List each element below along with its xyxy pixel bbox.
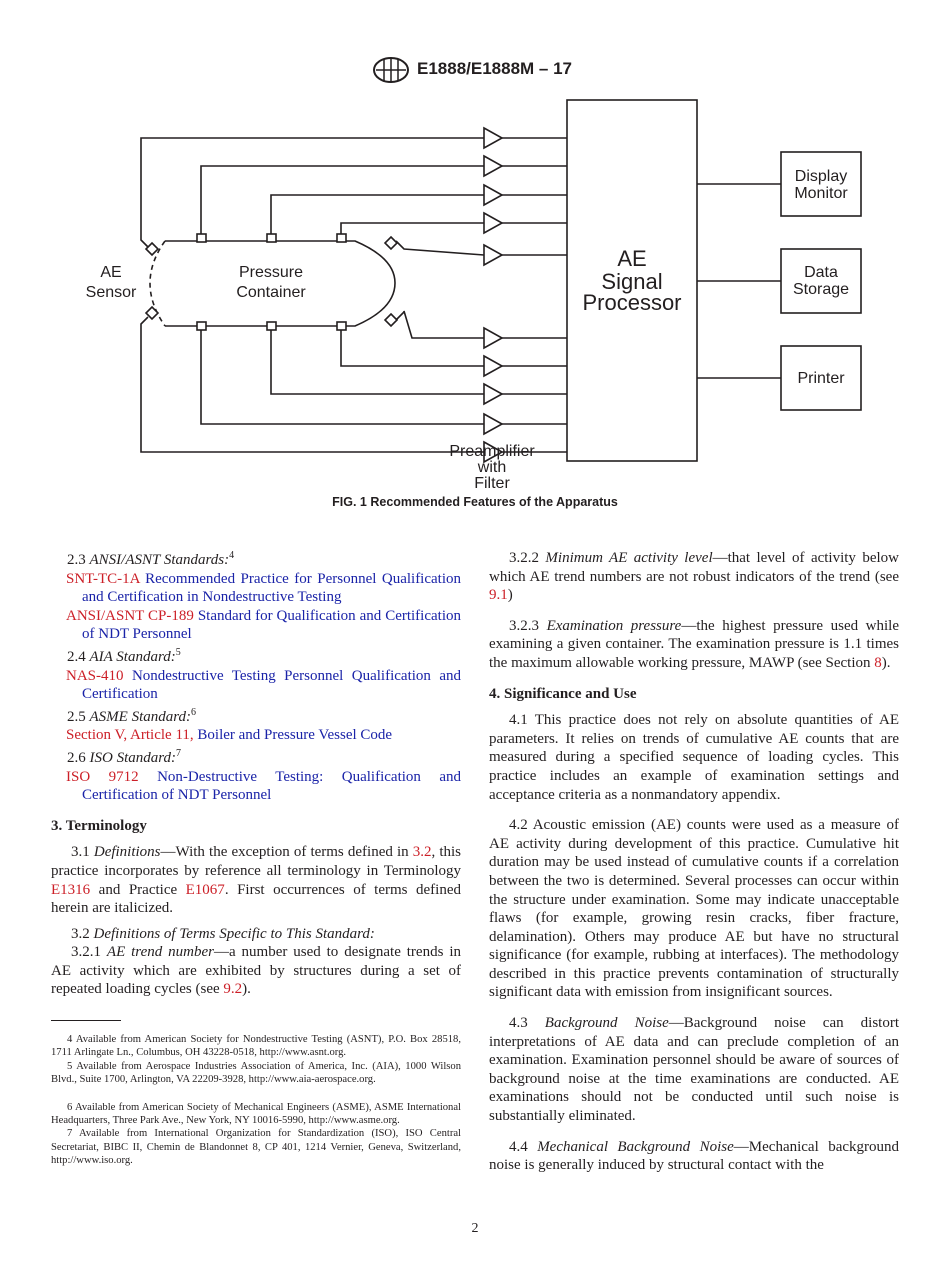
standard-designation: E1888/E1888M – 17 (417, 59, 573, 78)
pressure-container (165, 240, 396, 327)
label-processor-2: Signal (601, 269, 662, 294)
para-3-2-3: 3.2.3 Examination pressure—the highest p… (489, 617, 899, 671)
label-preamp-1: Preamplifier (449, 443, 535, 460)
link-cp189[interactable]: ANSI/ASNT CP-189 (66, 607, 194, 624)
ref-cp189: ANSI/ASNT CP-189 Standard for Qualificat… (66, 607, 461, 643)
footnote-5: 5 Available from Aerospace Industries As… (51, 1060, 461, 1086)
para-3-2: 3.2 Definitions of Terms Specific to Thi… (71, 925, 375, 942)
footnote-4: 4 Available from American Society for No… (51, 1034, 461, 1059)
heading-terminology: 3. Terminology (51, 817, 147, 834)
footnote-6: 6 Available from American Society of Mec… (51, 1101, 461, 1127)
label-preamp-2: with (477, 459, 506, 476)
section-2-6: 2.6 ISO Standard:7 (67, 747, 182, 766)
label-data-2: Storage (793, 281, 849, 298)
figure-caption: FIG. 1 Recommended Features of the Appar… (332, 495, 618, 509)
link-nas-410[interactable]: NAS-410 (66, 667, 124, 684)
footnotes: 4 Available from American Society for No… (51, 1033, 461, 1168)
link-8[interactable]: 8 (874, 654, 882, 671)
para-4-4: 4.4 Mechanical Background Noise—Mechanic… (489, 1138, 900, 1174)
para-3-2-1: 3.2.1 AE trend number—a number used to d… (51, 944, 461, 998)
link-asme[interactable]: Section V, Article 11, (66, 727, 194, 744)
heading-significance: 4. Significance and Use (489, 685, 637, 702)
label-preamp-3: Filter (474, 475, 510, 492)
ref-snt-tc-1a: SNT-TC-1A Recommended Practice for Perso… (66, 570, 462, 606)
para-3-2-2: 3.2.2 Minimum AE activity level—that lev… (489, 550, 899, 604)
link-9-2[interactable]: 9.2 (223, 981, 243, 998)
page-header: E1888/E1888M – 17 (0, 56, 950, 86)
ref-asme: Section V, Article 11, Boiler and Pressu… (66, 727, 393, 744)
para-4-1: 4.1 This practice does not rely on absol… (489, 712, 899, 803)
footnote-7: 7 Available from International Organizat… (51, 1128, 461, 1167)
label-processor-1: AE (617, 246, 646, 271)
preamplifiers (483, 126, 504, 464)
astm-logo (373, 57, 409, 83)
link-snt-tc-1a[interactable]: SNT-TC-1A (66, 570, 140, 587)
label-display-2: Monitor (794, 185, 848, 202)
label-container-1: Pressure (239, 264, 303, 281)
left-column: 2.3 ANSI/ASNT Standards:4 SNT-TC-1A Reco… (51, 547, 461, 999)
label-processor-3: Processor (582, 290, 681, 315)
link-iso-9712[interactable]: ISO 9712 (66, 768, 139, 785)
apparatus-diagram: AE Sensor Pressure Container AE Signal P… (86, 99, 862, 492)
para-4-3: 4.3 Background Noise—Background noise ca… (489, 1015, 899, 1125)
para-3-1: 3.1 Definitions—With the exception of te… (51, 844, 462, 917)
right-column: 3.2.2 Minimum AE activity level—that lev… (489, 549, 899, 1175)
page-number: 2 (471, 1221, 479, 1236)
label-data-1: Data (804, 264, 838, 281)
section-2-5: 2.5 ASME Standard:6 (67, 706, 197, 725)
link-e1316[interactable]: E1316 (51, 881, 91, 898)
ref-iso-9712: ISO 9712 Non-Destructive Testing: Qualif… (66, 768, 462, 804)
label-printer: Printer (797, 370, 845, 387)
link-e1067[interactable]: E1067 (185, 881, 225, 898)
label-ae-sensor-2: Sensor (86, 284, 137, 301)
section-2-4: 2.4 AIA Standard:5 (67, 646, 181, 665)
link-9-1[interactable]: 9.1 (489, 587, 508, 604)
label-ae-sensor-1: AE (100, 264, 121, 281)
container-dashed-end (149, 240, 166, 327)
label-container-2: Container (236, 284, 306, 301)
section-2-3: 2.3 ANSI/ASNT Standards:4 (67, 550, 235, 568)
para-4-2: 4.2 Acoustic emission (AE) counts were u… (489, 817, 899, 1001)
label-display-1: Display (795, 168, 847, 185)
ref-nas-410: NAS-410 Nondestructive Testing Personnel… (66, 667, 461, 703)
link-3-2[interactable]: 3.2 (412, 844, 432, 861)
footnote-rule (51, 1020, 121, 1021)
